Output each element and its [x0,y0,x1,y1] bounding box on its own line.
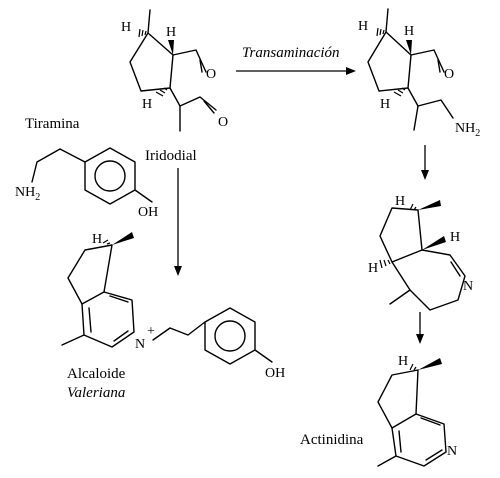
arrow-transaminacion [236,67,356,75]
iridodial-o2: O [218,115,228,130]
amine-ring [367,31,412,92]
imine-h2: H [450,230,460,245]
alcaloide-db3 [113,330,129,342]
actinidina-label: Actinidina [300,432,364,448]
iridodial-cho1-chain [172,49,207,73]
tiramina-label: Tiramina [25,116,80,132]
imine-six-ring [391,249,466,311]
iridodial-label: Iridodial [145,148,197,164]
valeriana-label: Valeriana [67,385,125,401]
imine-h1: H [395,194,405,209]
actinidina-db3 [425,449,443,461]
amine-chain-a [407,87,419,107]
iridodial-h3-hash [155,87,168,97]
amine-h3: H [380,97,390,112]
amine-ch2-chain [417,99,454,119]
alcaloide-h-hash [102,239,111,245]
amine-h1: H [358,19,368,34]
alcaloide-oh-bond [254,349,273,363]
tiramina-nh2: NH2 [15,185,40,203]
tiramina-structure: NH2 OH [15,147,158,220]
amine-nh2: NH2 [455,121,480,139]
alcaloide-n: N [135,337,145,352]
alcaloide-label: Alcaloide [67,366,126,382]
arrow-imine-down [416,312,424,344]
tiramina-oh-bond [134,189,153,203]
iridodial-h3: H [142,97,152,112]
alcaloide-methyl2 [61,334,85,346]
alcaloide-db1 [109,295,129,303]
actinidina-five-ring [377,369,419,429]
amine-structure: H H O NH2 H [358,8,480,139]
imine-five-ring [379,207,423,263]
actinidina-db2 [398,430,402,453]
amine-h2-wedge [406,40,412,55]
iridodial-chain-a [169,87,181,107]
alcaloide-five-ring [67,244,113,305]
actinidina-methyl-wedge [418,358,442,370]
alcaloide-h: H [92,232,102,247]
imine-h3: H [368,261,378,276]
iridodial-cho1-double [199,59,203,73]
alcaloide-db2 [88,307,92,333]
iridodial-cho2-double [203,100,215,114]
imine-h3-hash [379,259,391,269]
amine-h1-hash [376,27,385,37]
imine-h1-hash [409,203,417,211]
iridodial-structure: H H O O H [121,9,228,132]
tiramina-ring-circle [94,160,126,192]
alcaloide-methyl-wedge [112,232,134,245]
amine-chain-methyl [413,105,419,131]
alcaloide-plus: + [147,324,155,339]
transaminacion-label: Transaminación [242,45,340,61]
actinidina-h-hash [409,363,417,371]
imine-n: N [463,279,473,294]
alcaloide-structure: H N + OH [61,232,285,381]
iridodial-o1: O [206,67,216,82]
tiramina-chain [31,148,86,183]
amine-h2: H [404,24,414,39]
iridodial-cho2-chain [179,96,217,111]
iridodial-h2: H [166,25,176,40]
actinidina-structure: H N [377,354,457,467]
amine-cho-chain [410,49,445,73]
alcaloide-phenol-ring [204,307,256,365]
actinidina-db1 [420,417,441,426]
arrow-amine-down [421,145,429,180]
actinidina-pyr-ring [391,413,447,467]
actinidina-methyl2 [377,455,397,467]
alcaloide-phenol-circle [214,320,246,352]
actinidina-h: H [398,354,408,369]
imine-cn-double [450,261,461,277]
amine-cho-double [437,59,441,73]
alcaloide-oh: OH [265,366,285,381]
actinidina-n: N [447,444,457,459]
amine-methyl [385,8,389,33]
iridodial-methyl [147,9,151,34]
tiramina-ring [84,147,136,205]
amine-h3-hash [393,87,406,97]
iridodial-h1: H [121,20,131,35]
alcaloide-n-chain [152,321,206,341]
amine-o: O [444,67,454,82]
imine-methyl-wedge [418,200,441,210]
arrow-iridodial-down [174,168,182,276]
imine-structure: H N H H [368,194,473,311]
imine-methyl2 [389,289,411,305]
imine-h2-wedge [422,236,446,250]
alcaloide-pyr-ring [81,291,135,348]
iridodial-h1-hash [138,28,147,38]
iridodial-ring [129,32,174,92]
tiramina-oh: OH [138,205,158,220]
iridodial-h2-wedge [168,40,174,55]
